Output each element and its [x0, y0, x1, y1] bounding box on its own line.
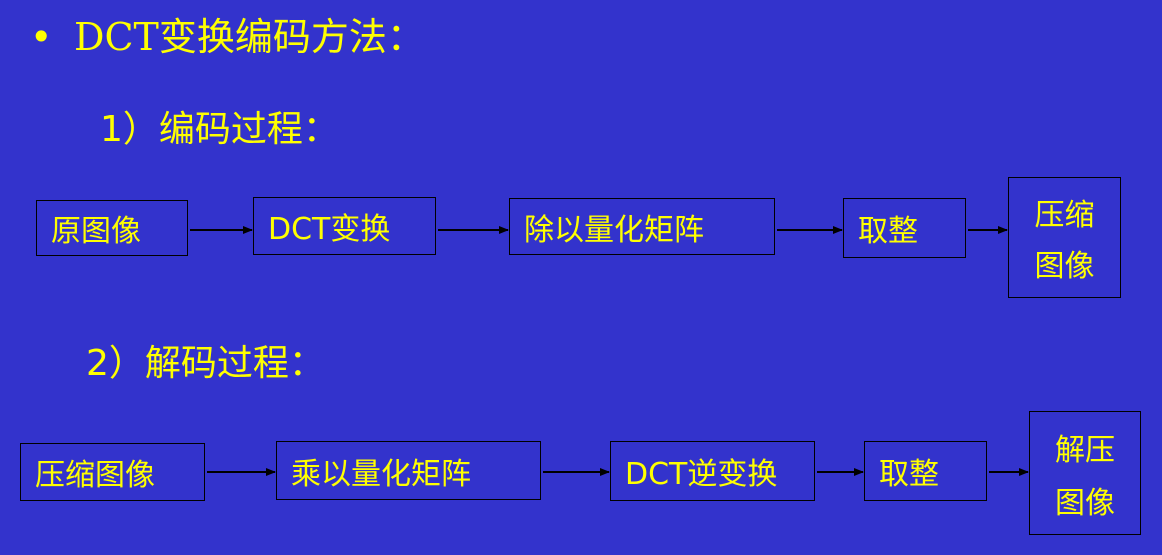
main-heading-text: DCT变换编码方法： — [74, 15, 425, 59]
decode-step-compressed-image: 压缩图像 — [20, 443, 205, 501]
encoding-title: 1）编码过程： — [100, 109, 339, 150]
encode-step-original-image: 原图像 — [36, 200, 188, 256]
decode-output-decompressed-image: 解压 图像 — [1029, 411, 1141, 535]
encode-output-line-2: 图像 — [1034, 249, 1095, 285]
decode-step-inverse-dct: DCT逆变换 — [610, 441, 815, 501]
encode-step-round: 取整 — [843, 198, 966, 258]
main-heading: • DCT变换编码方法： — [30, 18, 425, 56]
bullet-marker: • — [30, 15, 53, 59]
encode-output-line-1: 压缩 — [1034, 197, 1095, 233]
encode-output-compressed-image: 压缩 图像 — [1008, 177, 1121, 298]
decode-step-multiply-quant-matrix: 乘以量化矩阵 — [276, 441, 541, 500]
encode-step-divide-quant-matrix: 除以量化矩阵 — [509, 198, 775, 255]
decode-step-round: 取整 — [864, 441, 987, 501]
encode-step-dct-transform: DCT变换 — [253, 197, 436, 255]
decode-output-line-1: 解压 — [1055, 432, 1115, 468]
decode-output-line-2: 图像 — [1055, 485, 1115, 521]
decoding-title: 2）解码过程： — [86, 343, 325, 384]
